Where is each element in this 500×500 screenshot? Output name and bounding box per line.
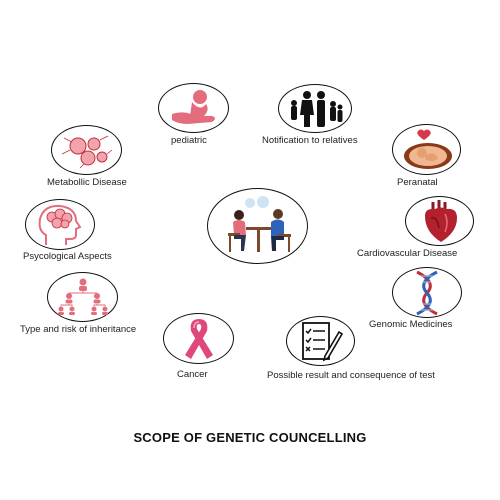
dna-helix-icon bbox=[416, 270, 438, 315]
family-silhouette-icon bbox=[291, 90, 343, 127]
metabolic-label: Metabollic Disease bbox=[47, 177, 127, 188]
baby-in-hand-icon bbox=[171, 90, 215, 124]
head-brain-icon bbox=[38, 204, 82, 245]
notification-label: Notification to relatives bbox=[262, 135, 358, 146]
peranatal-label: Peranatal bbox=[397, 177, 438, 188]
test-result-oval bbox=[286, 316, 355, 366]
cancer-oval bbox=[163, 313, 234, 364]
cancer-label: Cancer bbox=[177, 369, 208, 380]
cardiovascular-label: Cardiovascular Disease bbox=[357, 248, 458, 259]
genomic-label: Genomic Medicines bbox=[369, 319, 453, 330]
test-result-label: Possible result and consequence of test bbox=[267, 370, 435, 381]
pediatric-oval bbox=[158, 83, 229, 133]
psycological-oval bbox=[25, 199, 95, 250]
heart-organ-icon bbox=[424, 200, 457, 242]
pedigree-tree-icon bbox=[57, 278, 108, 315]
pediatric-label: pediatric bbox=[171, 135, 207, 146]
inheritance-oval bbox=[47, 272, 118, 322]
diagram-title: SCOPE OF GENETIC COUNCELLING bbox=[133, 430, 367, 445]
cancer-ribbon-icon bbox=[184, 318, 213, 359]
inheritance-label: Type and risk of inheritance bbox=[20, 324, 137, 335]
notification-oval bbox=[278, 84, 352, 133]
counselling-session-icon bbox=[227, 196, 291, 252]
genomic-oval bbox=[392, 267, 462, 318]
psycological-label: Psycological Aspects bbox=[23, 251, 112, 262]
cardiovascular-oval bbox=[405, 196, 474, 246]
metabolic-cells-icon bbox=[61, 135, 112, 169]
checklist-pen-icon bbox=[301, 322, 343, 362]
center-counselling-oval bbox=[207, 188, 308, 264]
peranatal-oval bbox=[392, 124, 461, 175]
metabolic-oval bbox=[51, 125, 122, 175]
fetus-heart-icon bbox=[403, 129, 452, 169]
